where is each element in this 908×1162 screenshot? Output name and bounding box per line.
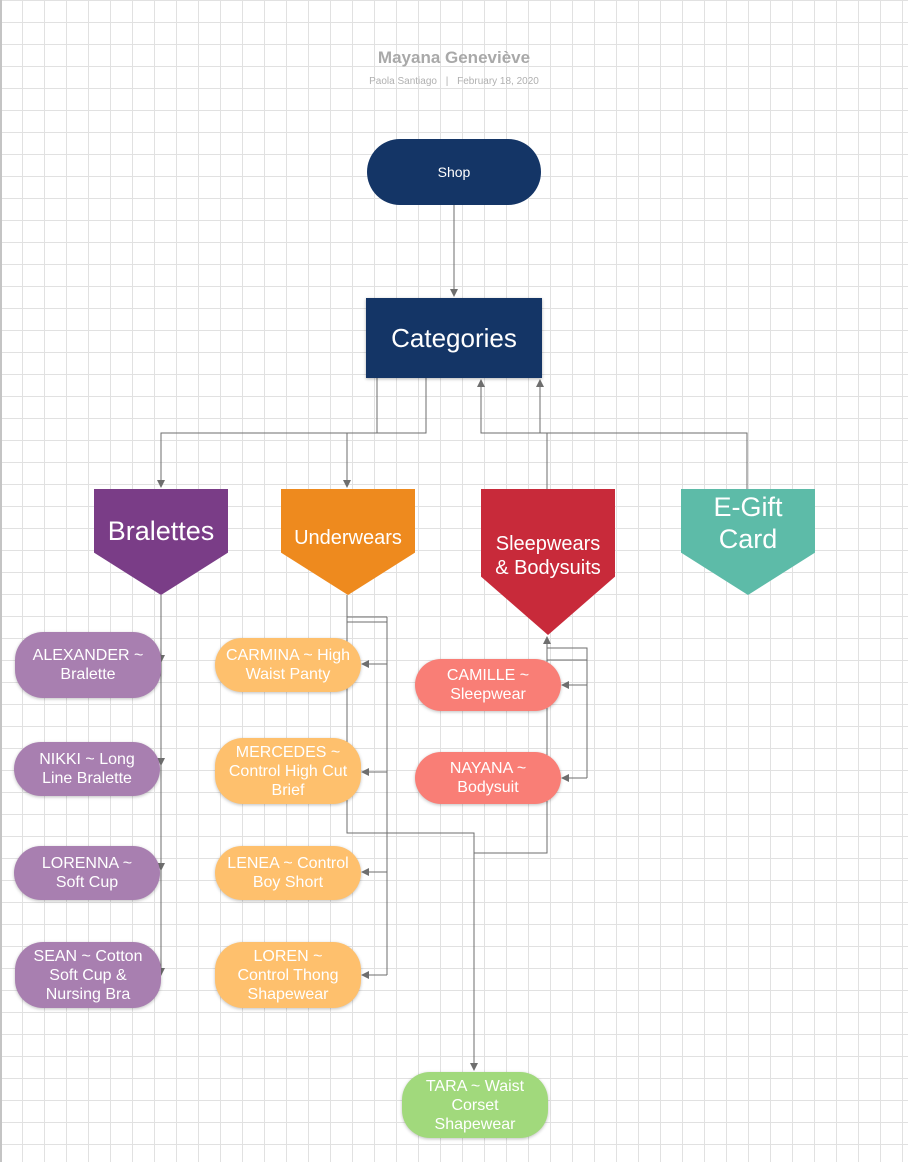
product-lenea[interactable]: LENEA ~ Control Boy Short <box>215 846 361 900</box>
connector-tara-sleepwears <box>474 636 551 854</box>
bralettes-label: Bralettes <box>107 516 215 546</box>
author-name: Paola Santiago <box>369 76 437 87</box>
product-camille-label: CAMILLE ~ Sleepwear <box>446 667 530 703</box>
sleepwears-label: Sleepwears & Bodysuits <box>495 533 601 579</box>
product-tara[interactable]: TARA ~ Waist Corset Shapewear <box>402 1072 548 1138</box>
product-alexander-label: ALEXANDER ~ Bralette <box>32 647 144 683</box>
product-mercedes[interactable]: MERCEDES ~ Control High Cut Brief <box>215 738 361 804</box>
product-nikki[interactable]: NIKKI ~ Long Line Bralette <box>14 742 160 796</box>
product-nayana[interactable]: NAYANA ~ Bodysuit <box>415 752 561 804</box>
canvas-left-border <box>0 0 2 1162</box>
product-sean[interactable]: SEAN ~ Cotton Soft Cup & Nursing Bra <box>15 942 161 1008</box>
product-sean-label: SEAN ~ Cotton Soft Cup & Nursing Bra <box>33 947 143 1003</box>
product-alexander[interactable]: ALEXANDER ~ Bralette <box>15 632 161 698</box>
subtitle-separator: | <box>445 76 449 87</box>
product-lorenna[interactable]: LORENNA ~ Soft Cup <box>14 846 160 900</box>
product-loren-label: LOREN ~ Control Thong Shapewear <box>237 947 339 1003</box>
connector-categories-underwears <box>343 378 378 488</box>
product-mercedes-label: MERCEDES ~ Control High Cut Brief <box>228 743 348 799</box>
connector-egift-categories <box>536 379 748 489</box>
product-carmina[interactable]: CARMINA ~ High Waist Panty <box>215 638 361 692</box>
shop-label: Shop <box>437 164 471 180</box>
categories-node[interactable]: Categories <box>366 298 542 378</box>
product-lenea-label: LENEA ~ Control Boy Short <box>227 855 349 891</box>
product-camille[interactable]: CAMILLE ~ Sleepwear <box>415 659 561 711</box>
product-nikki-label: NIKKI ~ Long Line Bralette <box>39 751 135 787</box>
connector-to-tara <box>346 595 478 1071</box>
underwears-label: Underwears <box>294 527 402 549</box>
categories-label: Categories <box>391 322 517 353</box>
connector-sleepwears-bus <box>547 647 588 778</box>
egift-card-label: E-Gift Card <box>713 492 783 554</box>
product-carmina-label: CARMINA ~ High Waist Panty <box>225 647 351 683</box>
product-lorenna-label: LORENNA ~ Soft Cup <box>41 855 133 891</box>
product-loren[interactable]: LOREN ~ Control Thong Shapewear <box>215 942 361 1008</box>
diagram-title: Mayana Geneviève <box>377 48 531 67</box>
connector-categories-bralettes <box>157 378 427 488</box>
diagram-subtitle: Paola Santiago | February 18, 2020 <box>0 76 908 87</box>
product-tara-label: TARA ~ Waist Corset Shapewear <box>425 1077 525 1133</box>
diagram-date: February 18, 2020 <box>457 76 539 87</box>
connector-sleepwears-categories <box>477 379 548 489</box>
product-nayana-label: NAYANA ~ Bodysuit <box>449 760 527 796</box>
shop-node[interactable]: Shop <box>367 139 541 205</box>
